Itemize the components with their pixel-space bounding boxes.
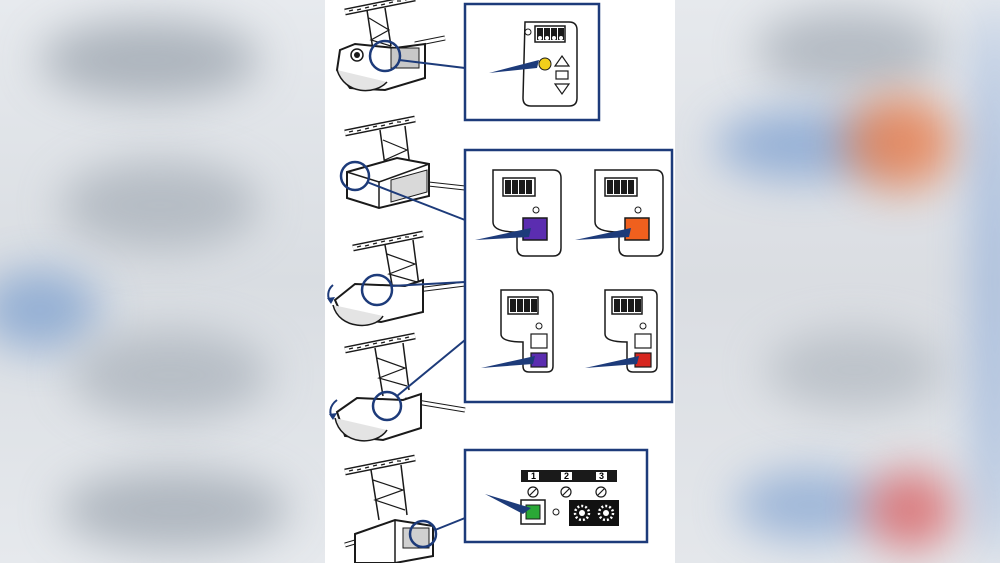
- opener-illustration-5: [345, 458, 466, 563]
- square-button-icon: [624, 217, 650, 241]
- detail-box-square-buttons: [463, 148, 674, 404]
- square-button-icon: [525, 504, 541, 520]
- arrow-pointer-icon: [575, 228, 631, 240]
- panel-variant-orange-large: [575, 169, 664, 257]
- opener-illustration-4: [329, 336, 466, 442]
- terminal-screw-icons: [527, 486, 607, 498]
- opener-illustration-1: [335, 0, 466, 92]
- panel-variant-purple-large: [475, 169, 562, 257]
- instruction-diagram: 1 2 3: [325, 0, 675, 563]
- terminal-label-2: 2: [564, 471, 569, 481]
- arrow-pointer-icon: [481, 356, 535, 368]
- circle-button-icon: [538, 57, 552, 71]
- blurred-background-right: [675, 0, 1000, 563]
- gear-icon: [597, 504, 615, 522]
- zoom-circle-1: [368, 39, 402, 73]
- gear-icon: [573, 504, 591, 522]
- terminal-block-icon: [534, 25, 566, 43]
- rectangle-button-icon: [555, 70, 569, 80]
- arrow-pointer-icon: [489, 60, 539, 73]
- panel-variant-red-small: [585, 289, 658, 373]
- zoom-circle-4: [371, 390, 403, 422]
- detail-box-yellow-button: [463, 2, 601, 122]
- triangle-down-icon: [553, 83, 571, 96]
- panel-variant-purple-small: [481, 289, 554, 373]
- blurred-background-left: [0, 0, 325, 563]
- terminal-label-3: 3: [599, 471, 604, 481]
- opener-illustration-3: [327, 234, 466, 327]
- arrow-pointer-icon: [485, 494, 531, 514]
- opener-illustration-2: [339, 119, 466, 221]
- terminal-label-1: 1: [531, 471, 536, 481]
- triangle-up-icon: [553, 54, 571, 67]
- arrow-pointer-icon: [585, 356, 639, 368]
- arrow-pointer-icon: [475, 228, 531, 240]
- zoom-circle-3: [360, 273, 394, 307]
- zoom-circle-5: [408, 519, 438, 549]
- detail-box-green-button: 1 2 3: [463, 448, 649, 544]
- zoom-circle-2: [339, 160, 371, 192]
